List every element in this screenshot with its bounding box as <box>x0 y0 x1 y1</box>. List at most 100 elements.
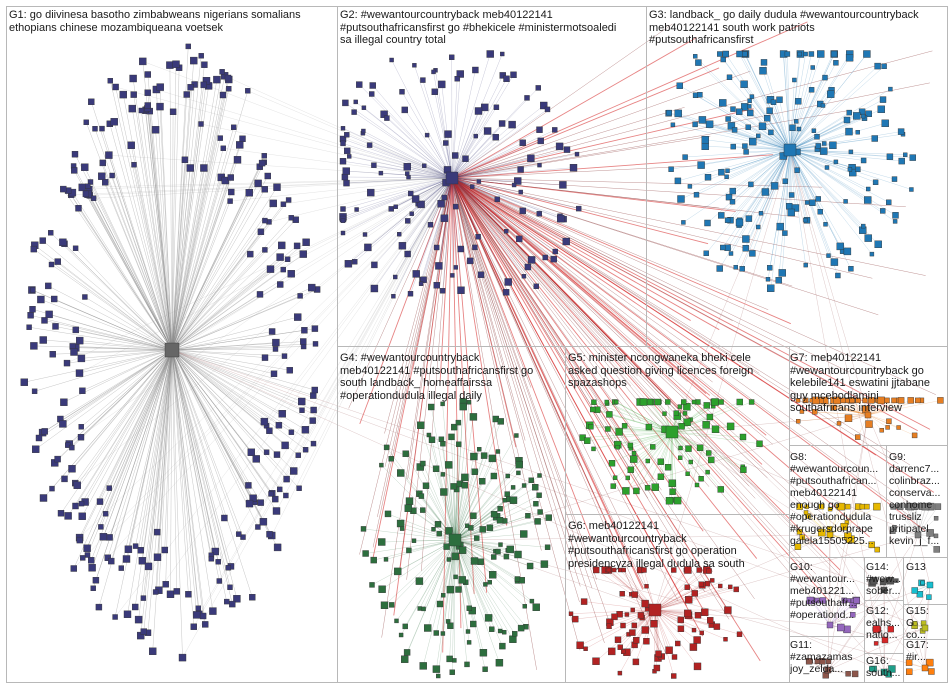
node-g1 <box>475 233 481 240</box>
node-g1 <box>417 200 425 209</box>
edge <box>451 177 581 651</box>
edge <box>623 569 656 611</box>
edge <box>454 539 459 590</box>
node-g2 <box>767 265 773 271</box>
node-g3 <box>451 552 459 561</box>
node-g1 <box>439 288 446 294</box>
node-g1 <box>259 518 268 526</box>
node-g1 <box>527 154 535 163</box>
node-g16 <box>906 668 913 675</box>
edge <box>171 349 303 411</box>
node-g1 <box>127 141 135 150</box>
edge <box>451 177 498 200</box>
node-g2 <box>817 50 825 58</box>
node-g3 <box>506 545 514 554</box>
node-g1 <box>389 57 394 63</box>
node-g1 <box>61 475 68 483</box>
node-g2 <box>724 244 731 251</box>
node-g7 <box>859 503 866 510</box>
node-g1 <box>95 603 103 611</box>
edge <box>617 431 673 445</box>
edge <box>442 539 456 596</box>
edge <box>617 431 673 448</box>
node-g1 <box>54 258 61 265</box>
edge <box>741 149 791 269</box>
node-g12 <box>911 587 918 594</box>
edge <box>609 609 656 623</box>
node-g2 <box>843 199 848 204</box>
node-g1 <box>449 54 455 60</box>
edge <box>439 177 453 382</box>
edge <box>451 177 721 362</box>
edge <box>451 53 503 179</box>
edge <box>451 164 540 179</box>
edge <box>391 177 453 210</box>
edge <box>451 78 458 179</box>
node-g2 <box>687 184 693 189</box>
edge <box>451 177 708 617</box>
edge <box>171 349 249 486</box>
node-g5 <box>671 567 677 573</box>
node-g2 <box>886 153 894 160</box>
edge <box>170 349 173 595</box>
node-g8 <box>892 525 897 530</box>
edge <box>789 149 808 203</box>
edge <box>719 149 791 269</box>
node-g3 <box>426 432 432 438</box>
edge <box>92 349 173 589</box>
edge <box>171 349 885 591</box>
node-g2 <box>759 67 767 75</box>
edge <box>110 80 173 351</box>
edge <box>695 124 791 151</box>
edge <box>171 349 280 426</box>
edge <box>451 107 485 179</box>
edge <box>454 418 497 541</box>
edge <box>454 458 493 541</box>
node-g2 <box>892 219 898 224</box>
node-g3 <box>451 423 458 431</box>
node-g3 <box>417 606 422 611</box>
edge <box>171 94 187 351</box>
node-g6 <box>937 397 944 404</box>
node-g1 <box>187 84 194 91</box>
node-g1 <box>255 524 261 530</box>
node-g4 <box>588 424 594 430</box>
node-g4 <box>682 411 688 416</box>
edge <box>671 431 702 479</box>
node-g2 <box>792 77 797 83</box>
edge <box>451 177 515 186</box>
edge <box>171 177 231 351</box>
edge <box>371 93 453 179</box>
edge <box>30 315 173 351</box>
edge <box>171 77 229 351</box>
edge <box>451 177 849 373</box>
edge <box>147 105 173 351</box>
edge <box>422 80 453 179</box>
node-g1 <box>70 565 78 572</box>
node-g2 <box>860 113 866 119</box>
node-g1 <box>256 291 264 298</box>
node-g2 <box>820 103 826 108</box>
node-g2 <box>782 178 788 185</box>
edge <box>171 349 265 422</box>
edge <box>451 177 526 441</box>
node-g2 <box>909 187 914 192</box>
node-g2 <box>791 204 800 212</box>
node-g4 <box>678 445 683 451</box>
node-g4 <box>650 444 656 450</box>
node-g2 <box>835 272 841 279</box>
edge <box>917 506 939 536</box>
edge <box>404 539 456 660</box>
node-g3 <box>379 462 384 468</box>
node-g6 <box>862 397 868 404</box>
edge <box>407 166 453 179</box>
node-g1 <box>288 429 295 435</box>
edge <box>454 455 485 541</box>
edge <box>345 102 453 179</box>
node-g5 <box>713 623 721 630</box>
edge <box>672 124 791 151</box>
node-g10 <box>825 658 832 664</box>
node-g1 <box>122 555 131 563</box>
node-g1 <box>280 201 287 207</box>
edge <box>916 506 919 536</box>
